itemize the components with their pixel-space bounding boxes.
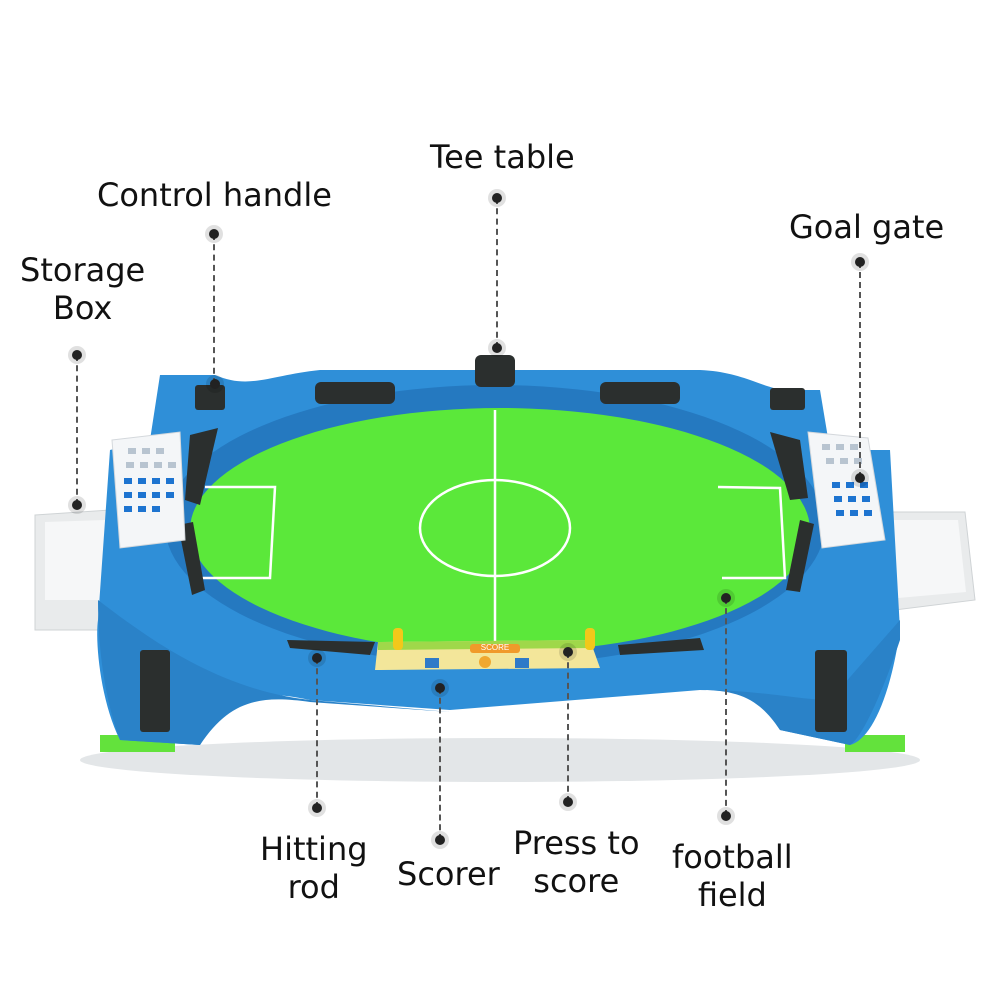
dot-press-to-score-bottom — [563, 797, 573, 807]
goal-gate-right — [807, 431, 886, 549]
leader-press-to-score — [567, 652, 569, 802]
label-control-handle: Control handle — [97, 176, 332, 214]
dot-hitting-rod — [312, 653, 322, 663]
dot-scorer — [435, 683, 445, 693]
leader-scorer — [439, 688, 441, 840]
dot-storage-box — [72, 500, 82, 510]
label-tee-table: Tee table — [430, 138, 575, 176]
storage-box-left — [34, 509, 111, 631]
dot-hitting-rod-bottom — [312, 803, 322, 813]
leader-control-handle — [213, 234, 215, 384]
leader-tee-table — [496, 198, 498, 348]
label-hitting-rod-line2: rod — [287, 868, 340, 906]
leader-hitting-rod — [316, 658, 318, 808]
leader-storage-box — [76, 355, 78, 505]
label-press-to-score-line2: score — [533, 862, 620, 900]
storage-box-right — [884, 511, 976, 611]
dot-press-to-score — [563, 647, 573, 657]
label-hitting-rod: Hitting rod — [260, 830, 368, 906]
dot-goal-gate — [855, 473, 865, 483]
dot-scorer-bottom — [435, 835, 445, 845]
goal-gate-left — [111, 431, 186, 549]
dot-control-handle — [210, 379, 220, 389]
label-storage-box-line1: Storage — [20, 251, 146, 289]
dot-tee-table-top — [492, 193, 502, 203]
label-hitting-rod-line1: Hitting — [260, 830, 368, 868]
label-press-to-score: Press to score — [513, 824, 640, 900]
label-press-to-score-line1: Press to — [513, 824, 640, 862]
leader-football-field — [725, 598, 727, 816]
dot-football-field-bottom — [721, 811, 731, 821]
svg-text:SCORE: SCORE — [481, 643, 509, 652]
football-field — [190, 408, 810, 652]
dot-tee-table — [492, 343, 502, 353]
dot-control-handle-top — [209, 229, 219, 239]
dot-goal-gate-top — [855, 257, 865, 267]
label-storage-box: Storage Box — [20, 251, 145, 327]
label-goal-gate: Goal gate — [789, 208, 945, 246]
leader-goal-gate — [859, 262, 861, 478]
label-storage-box-line2: Box — [52, 289, 113, 327]
label-football-field-line1: football — [672, 838, 793, 876]
scorer — [375, 640, 600, 670]
label-football-field: football field — [672, 838, 793, 914]
dot-football-field — [721, 593, 731, 603]
dot-storage-box-top — [72, 350, 82, 360]
label-football-field-line2: field — [697, 876, 767, 914]
label-scorer: Scorer — [397, 855, 500, 893]
field-lines — [198, 410, 787, 650]
press-to-score-pegs — [393, 628, 595, 650]
